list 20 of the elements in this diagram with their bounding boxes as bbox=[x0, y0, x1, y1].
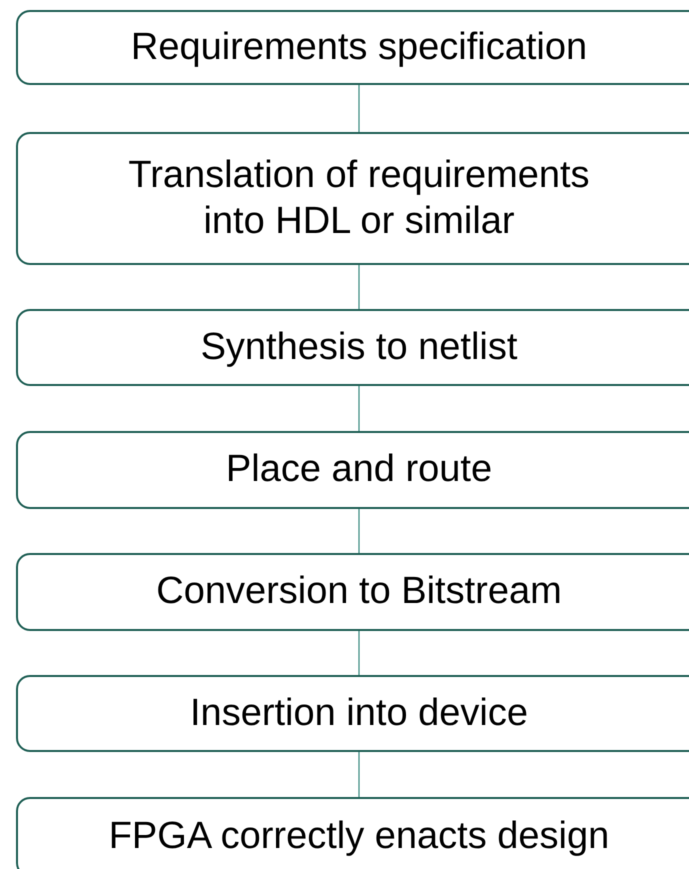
step-label: Requirements specification bbox=[130, 24, 588, 70]
connector-line bbox=[358, 85, 360, 132]
process-box bbox=[16, 675, 689, 752]
step-label: Translation of requirements into HDL or similar bbox=[127, 152, 591, 244]
step-label: Conversion to Bitstream bbox=[156, 569, 562, 614]
step-label: Insertion into device bbox=[190, 690, 528, 736]
step-label: Place and route bbox=[226, 447, 492, 492]
process-box bbox=[16, 132, 689, 265]
process-box bbox=[16, 309, 689, 386]
process-box bbox=[16, 797, 689, 869]
process-box bbox=[16, 553, 689, 631]
process-box bbox=[16, 10, 689, 85]
step-label: Synthesis to netlist bbox=[200, 324, 518, 370]
connector-line bbox=[358, 509, 360, 553]
connector-line bbox=[358, 386, 360, 431]
connector-line bbox=[358, 631, 360, 675]
connector-line bbox=[358, 265, 360, 309]
step-label: FPGA correctly enacts design bbox=[108, 814, 610, 860]
connector-line bbox=[358, 752, 360, 797]
process-box bbox=[16, 431, 689, 509]
